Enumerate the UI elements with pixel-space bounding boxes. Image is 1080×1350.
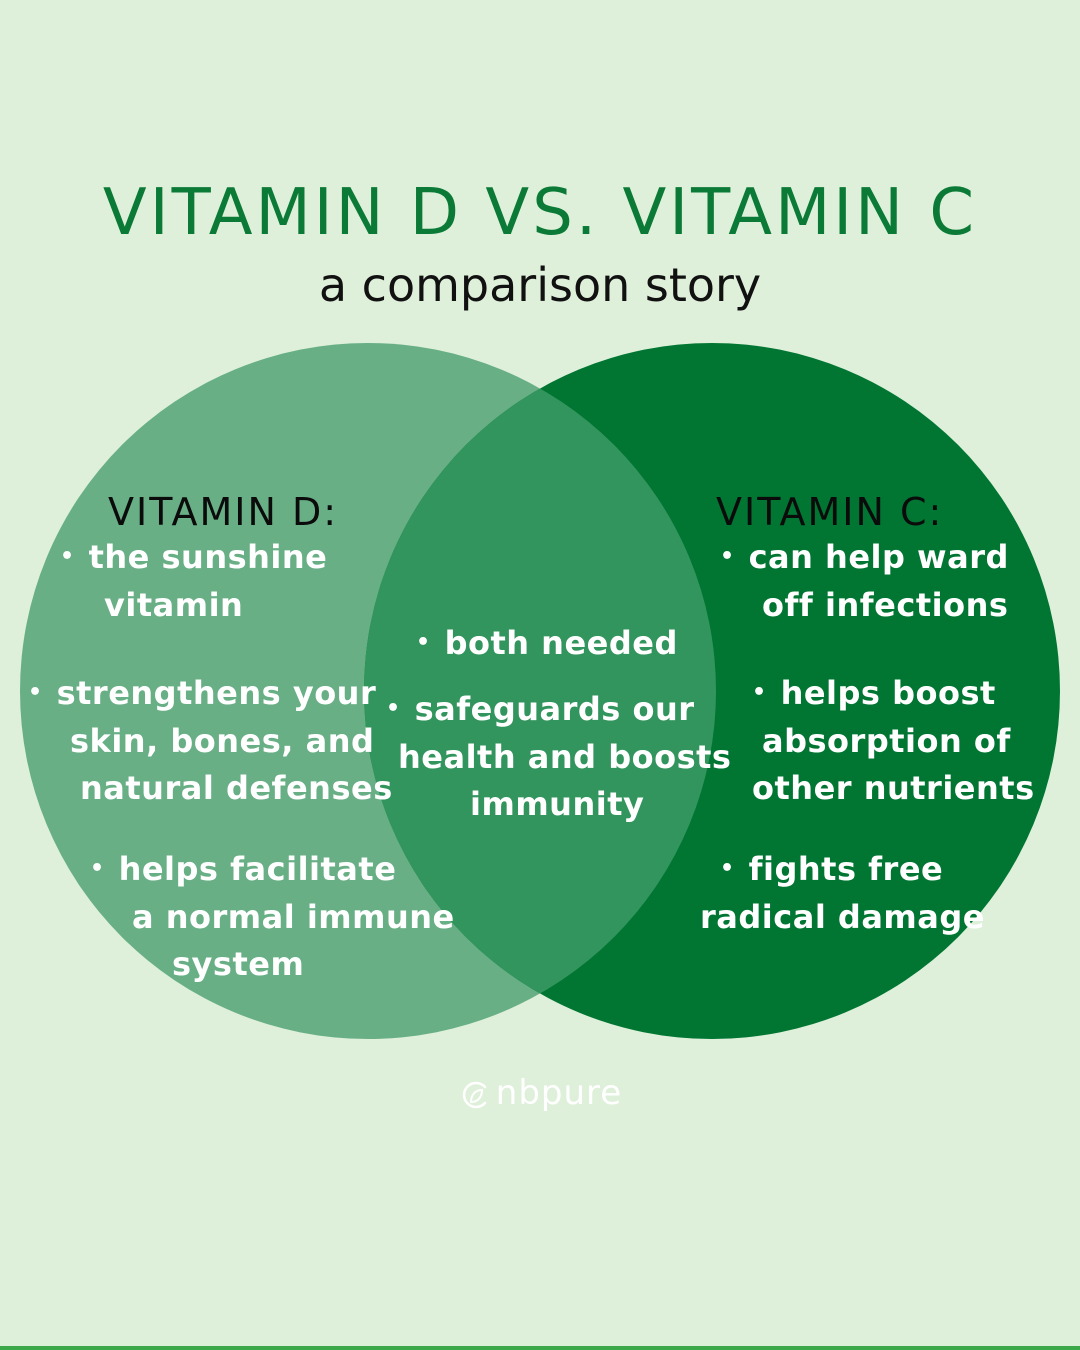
- bullet-dot: •: [416, 629, 431, 655]
- bottom-bar: [0, 1346, 1080, 1350]
- center-bullet-1: •both needed: [416, 624, 678, 662]
- right-bullet-2: •helps boost absorption of other nutrien…: [752, 674, 1035, 807]
- bullet-dot: •: [720, 543, 735, 569]
- brand-logo: nbpure: [0, 1073, 1080, 1113]
- bullet-dot: •: [752, 679, 767, 705]
- right-bullet-3: •fights free radical damage: [700, 850, 985, 937]
- page-title: VITAMIN D VS. VITAMIN C: [102, 176, 978, 250]
- overlap-region: [364, 343, 716, 1039]
- bullet-dot: •: [720, 855, 735, 881]
- page-subtitle: a comparison story: [318, 258, 762, 312]
- leaf-c-icon: [462, 1081, 487, 1108]
- bullet-dot: •: [28, 679, 43, 705]
- center-bullet-2: •safeguards our health and boosts immuni…: [386, 690, 732, 823]
- left-bullet-1: •the sunshine vitamin: [60, 538, 328, 625]
- left-bullet-2: •strengthens your skin, bones, and natur…: [28, 674, 393, 807]
- vitamin-c-heading: VITAMIN C:: [716, 490, 944, 534]
- logo-text: nbpure: [495, 1073, 623, 1113]
- right-bullet-1: •can help ward off infections: [720, 538, 1009, 625]
- bullet-dot: •: [386, 695, 401, 721]
- bullet-dot: •: [90, 855, 105, 881]
- vitamin-d-heading: VITAMIN D:: [108, 490, 339, 534]
- left-bullet-3: •helps facilitate a normal immune system: [90, 850, 455, 983]
- bullet-dot: •: [60, 543, 75, 569]
